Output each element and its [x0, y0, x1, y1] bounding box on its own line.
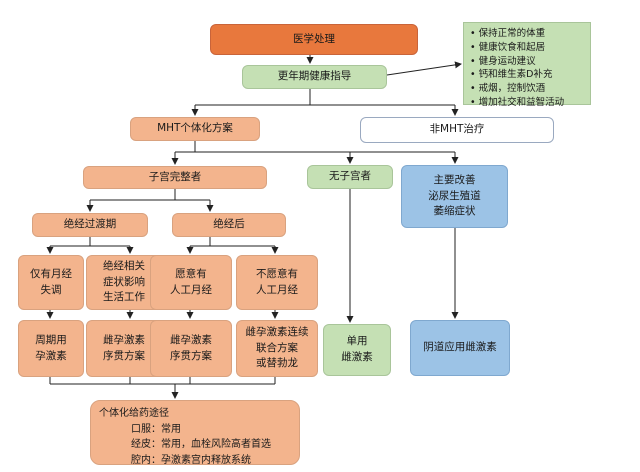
node-sequential-regimen-2: 雌孕激素 序贯方案 — [150, 320, 232, 377]
tip-item: 钙和维生素D补充 — [470, 68, 586, 82]
lifestyle-tips-box: 保持正常的体重 健康饮食和起居 健身运动建议 钙和维生素D补充 戒烟，控制饮酒 … — [463, 22, 591, 108]
node-irregular-menses: 仅有月经 失调 — [18, 255, 84, 310]
node-estrogen-only: 单用 雌激素 — [323, 324, 391, 376]
node-non-mht-treatment: 非MHT治疗 — [360, 117, 554, 143]
tip-item: 健身运动建议 — [470, 55, 586, 69]
route-title: 个体化给药途径 — [99, 408, 169, 419]
node-vaginal-estrogen: 阴道应用雌激素 — [410, 320, 510, 376]
tip-item: 保持正常的体重 — [470, 27, 586, 41]
node-perimenopause: 绝经过渡期 — [32, 213, 148, 237]
tip-item: 增加社交和益智活动 — [470, 96, 586, 110]
tip-item: 健康饮食和起居 — [470, 41, 586, 55]
node-cyclic-progestin: 周期用 孕激素 — [18, 320, 84, 377]
node-continuous-combined: 雌孕激素连续 联合方案 或替勃龙 — [236, 320, 318, 377]
route-line: 经皮：常用，血栓风险高者首选 — [131, 439, 271, 450]
route-line: 口服：常用 — [131, 423, 181, 435]
tip-item: 戒烟，控制饮酒 — [470, 82, 586, 96]
node-wants-artificial-period: 愿意有 人工月经 — [150, 255, 232, 310]
node-no-uterus: 无子宫者 — [307, 165, 393, 189]
node-symptoms-affect-life: 绝经相关 症状影响 生活工作 — [86, 255, 162, 310]
node-mht-individual-plan: MHT个体化方案 — [130, 117, 260, 141]
node-individual-route: 个体化给药途径 口服：常用 经皮：常用，血栓风险高者首选 腔内：孕激素宫内释放系… — [90, 400, 300, 466]
node-sequential-regimen-1: 雌孕激素 序贯方案 — [86, 320, 162, 377]
node-medical-treatment: 医学处理 — [210, 24, 418, 55]
route-line: 腔内：孕激素宫内释放系统 — [131, 454, 251, 466]
node-no-artificial-period: 不愿意有 人工月经 — [236, 255, 318, 310]
node-menopause-health-guidance: 更年期健康指导 — [242, 65, 387, 89]
node-gsm-symptoms: 主要改善 泌尿生殖道 萎缩症状 — [401, 165, 508, 228]
node-postmenopause: 绝经后 — [172, 213, 286, 237]
node-intact-uterus: 子宫完整者 — [83, 166, 267, 189]
